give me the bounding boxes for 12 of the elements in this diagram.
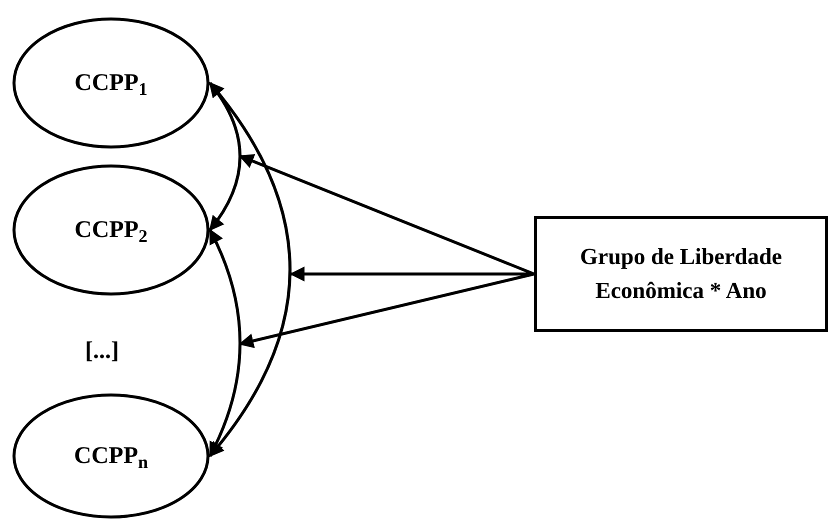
arrow (238, 154, 535, 276)
arrow (238, 272, 534, 348)
node-label: Grupo de Liberdade Econômica * Ano (579, 243, 783, 305)
node-label: CCPP$_{2}$ (74, 216, 148, 248)
ellipse-node (12, 17, 210, 149)
ellipsis-label: [...] (85, 337, 119, 366)
ellipse-node (12, 393, 210, 519)
node-label: CCPP$_{1}$ (74, 69, 148, 100)
ellipse-node (12, 164, 210, 296)
node-label: CCPP$_{n}$ (74, 442, 148, 474)
rectangle-node (534, 216, 828, 332)
arrow (208, 82, 292, 458)
